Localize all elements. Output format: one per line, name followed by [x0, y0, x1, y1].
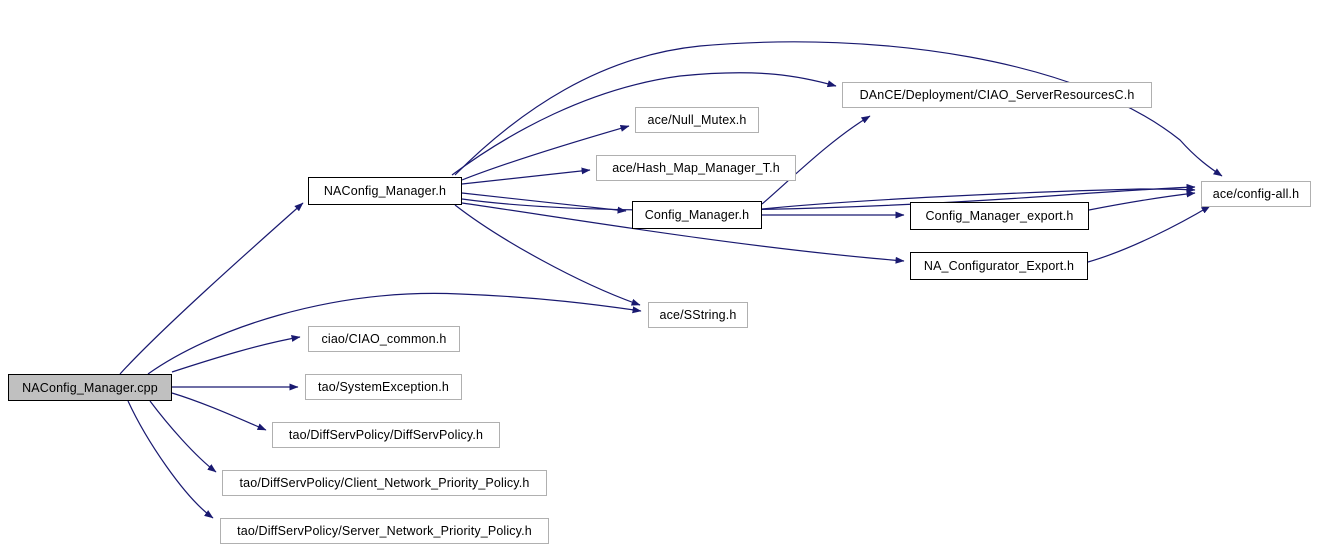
graph-node-namgr_h[interactable]: NAConfig_Manager.h [308, 177, 462, 205]
graph-edge-cfg_mgr-to-config_all [761, 185, 1196, 210]
graph-node-label-dsp: tao/DiffServPolicy/DiffServPolicy.h [288, 428, 484, 442]
graph-node-client_np[interactable]: tao/DiffServPolicy/Client_Network_Priori… [222, 470, 547, 496]
graph-node-sysexcept[interactable]: tao/SystemException.h [305, 374, 462, 400]
graph-node-hash_map[interactable]: ace/Hash_Map_Manager_T.h [596, 155, 796, 181]
graph-edge-namgr_h-to-dance [451, 72, 837, 176]
graph-node-label-sysexcept: tao/SystemException.h [318, 380, 449, 394]
graph-node-root[interactable]: NAConfig_Manager.cpp [8, 374, 172, 401]
graph-node-null_mutex[interactable]: ace/Null_Mutex.h [635, 107, 759, 133]
graph-node-label-null_mutex: ace/Null_Mutex.h [647, 113, 747, 127]
graph-node-ciao_common[interactable]: ciao/CIAO_common.h [308, 326, 460, 352]
graph-node-label-config_all: ace/config-all.h [1212, 187, 1300, 201]
graph-node-sstring[interactable]: ace/SString.h [648, 302, 748, 328]
graph-node-na_export[interactable]: NA_Configurator_Export.h [910, 252, 1088, 280]
graph-edge-namgr_h-to-sstring [454, 204, 641, 306]
graph-edge-root-to-server_np [127, 400, 214, 519]
graph-edge-root-to-namgr_h [119, 202, 304, 375]
graph-node-label-root: NAConfig_Manager.cpp [22, 380, 158, 395]
graph-edge-namgr_h-to-null_mutex [461, 125, 630, 181]
graph-node-label-sstring: ace/SString.h [659, 308, 737, 322]
graph-edge-na_export-to-config_all [1087, 205, 1211, 263]
graph-node-server_np[interactable]: tao/DiffServPolicy/Server_Network_Priori… [220, 518, 549, 544]
graph-node-dsp[interactable]: tao/DiffServPolicy/DiffServPolicy.h [272, 422, 500, 448]
graph-node-label-ciao_common: ciao/CIAO_common.h [321, 332, 447, 346]
graph-edge-namgr_h-to-na_export [461, 202, 905, 264]
graph-node-label-client_np: tao/DiffServPolicy/Client_Network_Priori… [239, 476, 530, 490]
graph-edge-root-to-ciao_common [171, 335, 301, 373]
graph-edge-root-to-dsp [171, 392, 267, 431]
graph-edge-root-to-sstring [147, 292, 642, 375]
graph-edge-cfg_export-to-config_all [1088, 190, 1196, 211]
graph-node-cfg_export[interactable]: Config_Manager_export.h [910, 202, 1089, 230]
graph-node-label-na_export: NA_Configurator_Export.h [923, 259, 1075, 273]
graph-edge-cfg_mgr-to-dance [761, 115, 871, 205]
graph-node-label-cfg_mgr: Config_Manager.h [644, 208, 750, 222]
graph-edge-namgr_h-to-hash_map [461, 167, 591, 185]
graph-edge-namgr_h-to-config_all [454, 41, 1223, 177]
graph-node-label-namgr_h: NAConfig_Manager.h [323, 184, 447, 198]
graph-node-label-hash_map: ace/Hash_Map_Manager_T.h [612, 161, 780, 175]
graph-node-dance[interactable]: DAnCE/Deployment/CIAO_ServerResourcesC.h [842, 82, 1152, 108]
graph-node-label-cfg_export: Config_Manager_export.h [925, 209, 1074, 223]
graph-node-config_all[interactable]: ace/config-all.h [1201, 181, 1311, 207]
graph-node-label-dance: DAnCE/Deployment/CIAO_ServerResourcesC.h [859, 88, 1135, 102]
graph-node-label-server_np: tao/DiffServPolicy/Server_Network_Priori… [237, 524, 532, 538]
graph-node-cfg_mgr[interactable]: Config_Manager.h [632, 201, 762, 229]
graph-edge-root-to-client_np [149, 400, 217, 473]
